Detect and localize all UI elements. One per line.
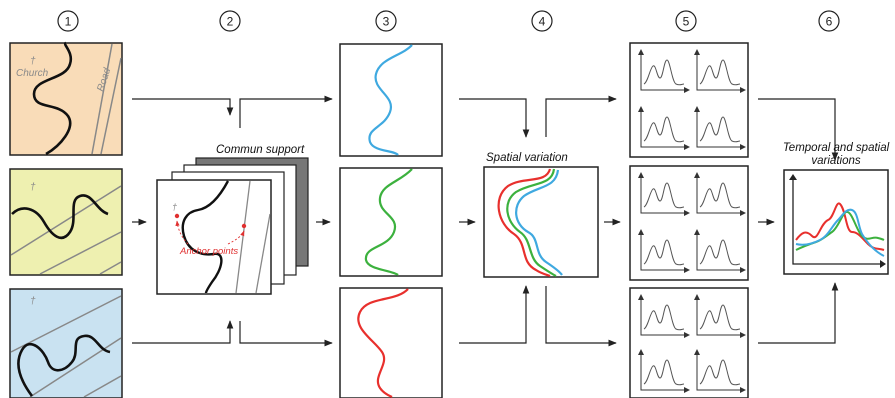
chart-grid-panel-3 <box>629 287 749 398</box>
temporal-spatial-label-line2: variations <box>811 155 860 167</box>
svg-text:1: 1 <box>65 15 72 29</box>
anchor-points-label: Anchor points <box>179 246 238 257</box>
common-support-stack: † Anchor points <box>156 157 309 295</box>
temporal-spatial-panel <box>783 169 889 275</box>
temporal-spatial-label-line1: Temporal and spatial <box>783 142 890 154</box>
step-number-5: 5 <box>675 10 697 32</box>
mini-chart-2-2 <box>694 172 746 216</box>
step-number-4: 4 <box>531 10 553 32</box>
svg-text:6: 6 <box>826 15 833 29</box>
river-panel-blue <box>339 43 443 157</box>
mini-chart-2-4 <box>694 229 746 273</box>
mini-chart-1-1 <box>638 49 690 93</box>
chart-grid-panel-2 <box>629 165 749 281</box>
map-panel-3: † <box>9 288 123 398</box>
mini-chart-3-3 <box>638 349 690 393</box>
connector-arrows-step2 <box>239 95 333 347</box>
river-panel-green <box>339 167 443 277</box>
mini-chart-2-1 <box>638 172 690 216</box>
mini-chart-1-3 <box>638 106 690 150</box>
church-cross-icon: † <box>30 296 36 307</box>
spatial-variation-panel <box>483 166 599 278</box>
step-number-6: 6 <box>818 10 840 32</box>
church-label: Church <box>16 68 49 79</box>
connector-arrows-step3 <box>459 98 530 344</box>
mini-chart-3-4 <box>694 349 746 393</box>
step-number-3: 3 <box>375 10 397 32</box>
chart-grid-panel-1 <box>629 42 749 158</box>
mini-chart-2-3 <box>638 229 690 273</box>
connector-arrows-step5 <box>758 98 839 344</box>
mini-charts <box>638 49 746 393</box>
svg-text:2: 2 <box>227 15 234 29</box>
mini-chart-3-1 <box>638 294 690 338</box>
map-panel-2: † <box>9 168 123 276</box>
spatial-variation-label: Spatial variation <box>486 152 568 164</box>
mini-chart-3-2 <box>694 294 746 338</box>
step-number-1: 1 <box>57 10 79 32</box>
river-panel-red <box>339 287 443 398</box>
mini-chart-1-2 <box>694 49 746 93</box>
church-cross-icon: † <box>172 202 177 212</box>
svg-text:5: 5 <box>683 15 690 29</box>
church-cross-icon: † <box>30 182 36 193</box>
step-number-2: 2 <box>219 10 241 32</box>
connector-arrows-step4 <box>545 95 621 347</box>
connector-arrows-step1 <box>132 98 234 344</box>
church-cross-icon: † <box>30 56 36 67</box>
svg-text:4: 4 <box>539 15 546 29</box>
mini-chart-1-4 <box>694 106 746 150</box>
commun-support-label: Commun support <box>216 144 305 156</box>
map-panel-1: † Church Road <box>9 41 123 156</box>
svg-text:3: 3 <box>383 15 390 29</box>
